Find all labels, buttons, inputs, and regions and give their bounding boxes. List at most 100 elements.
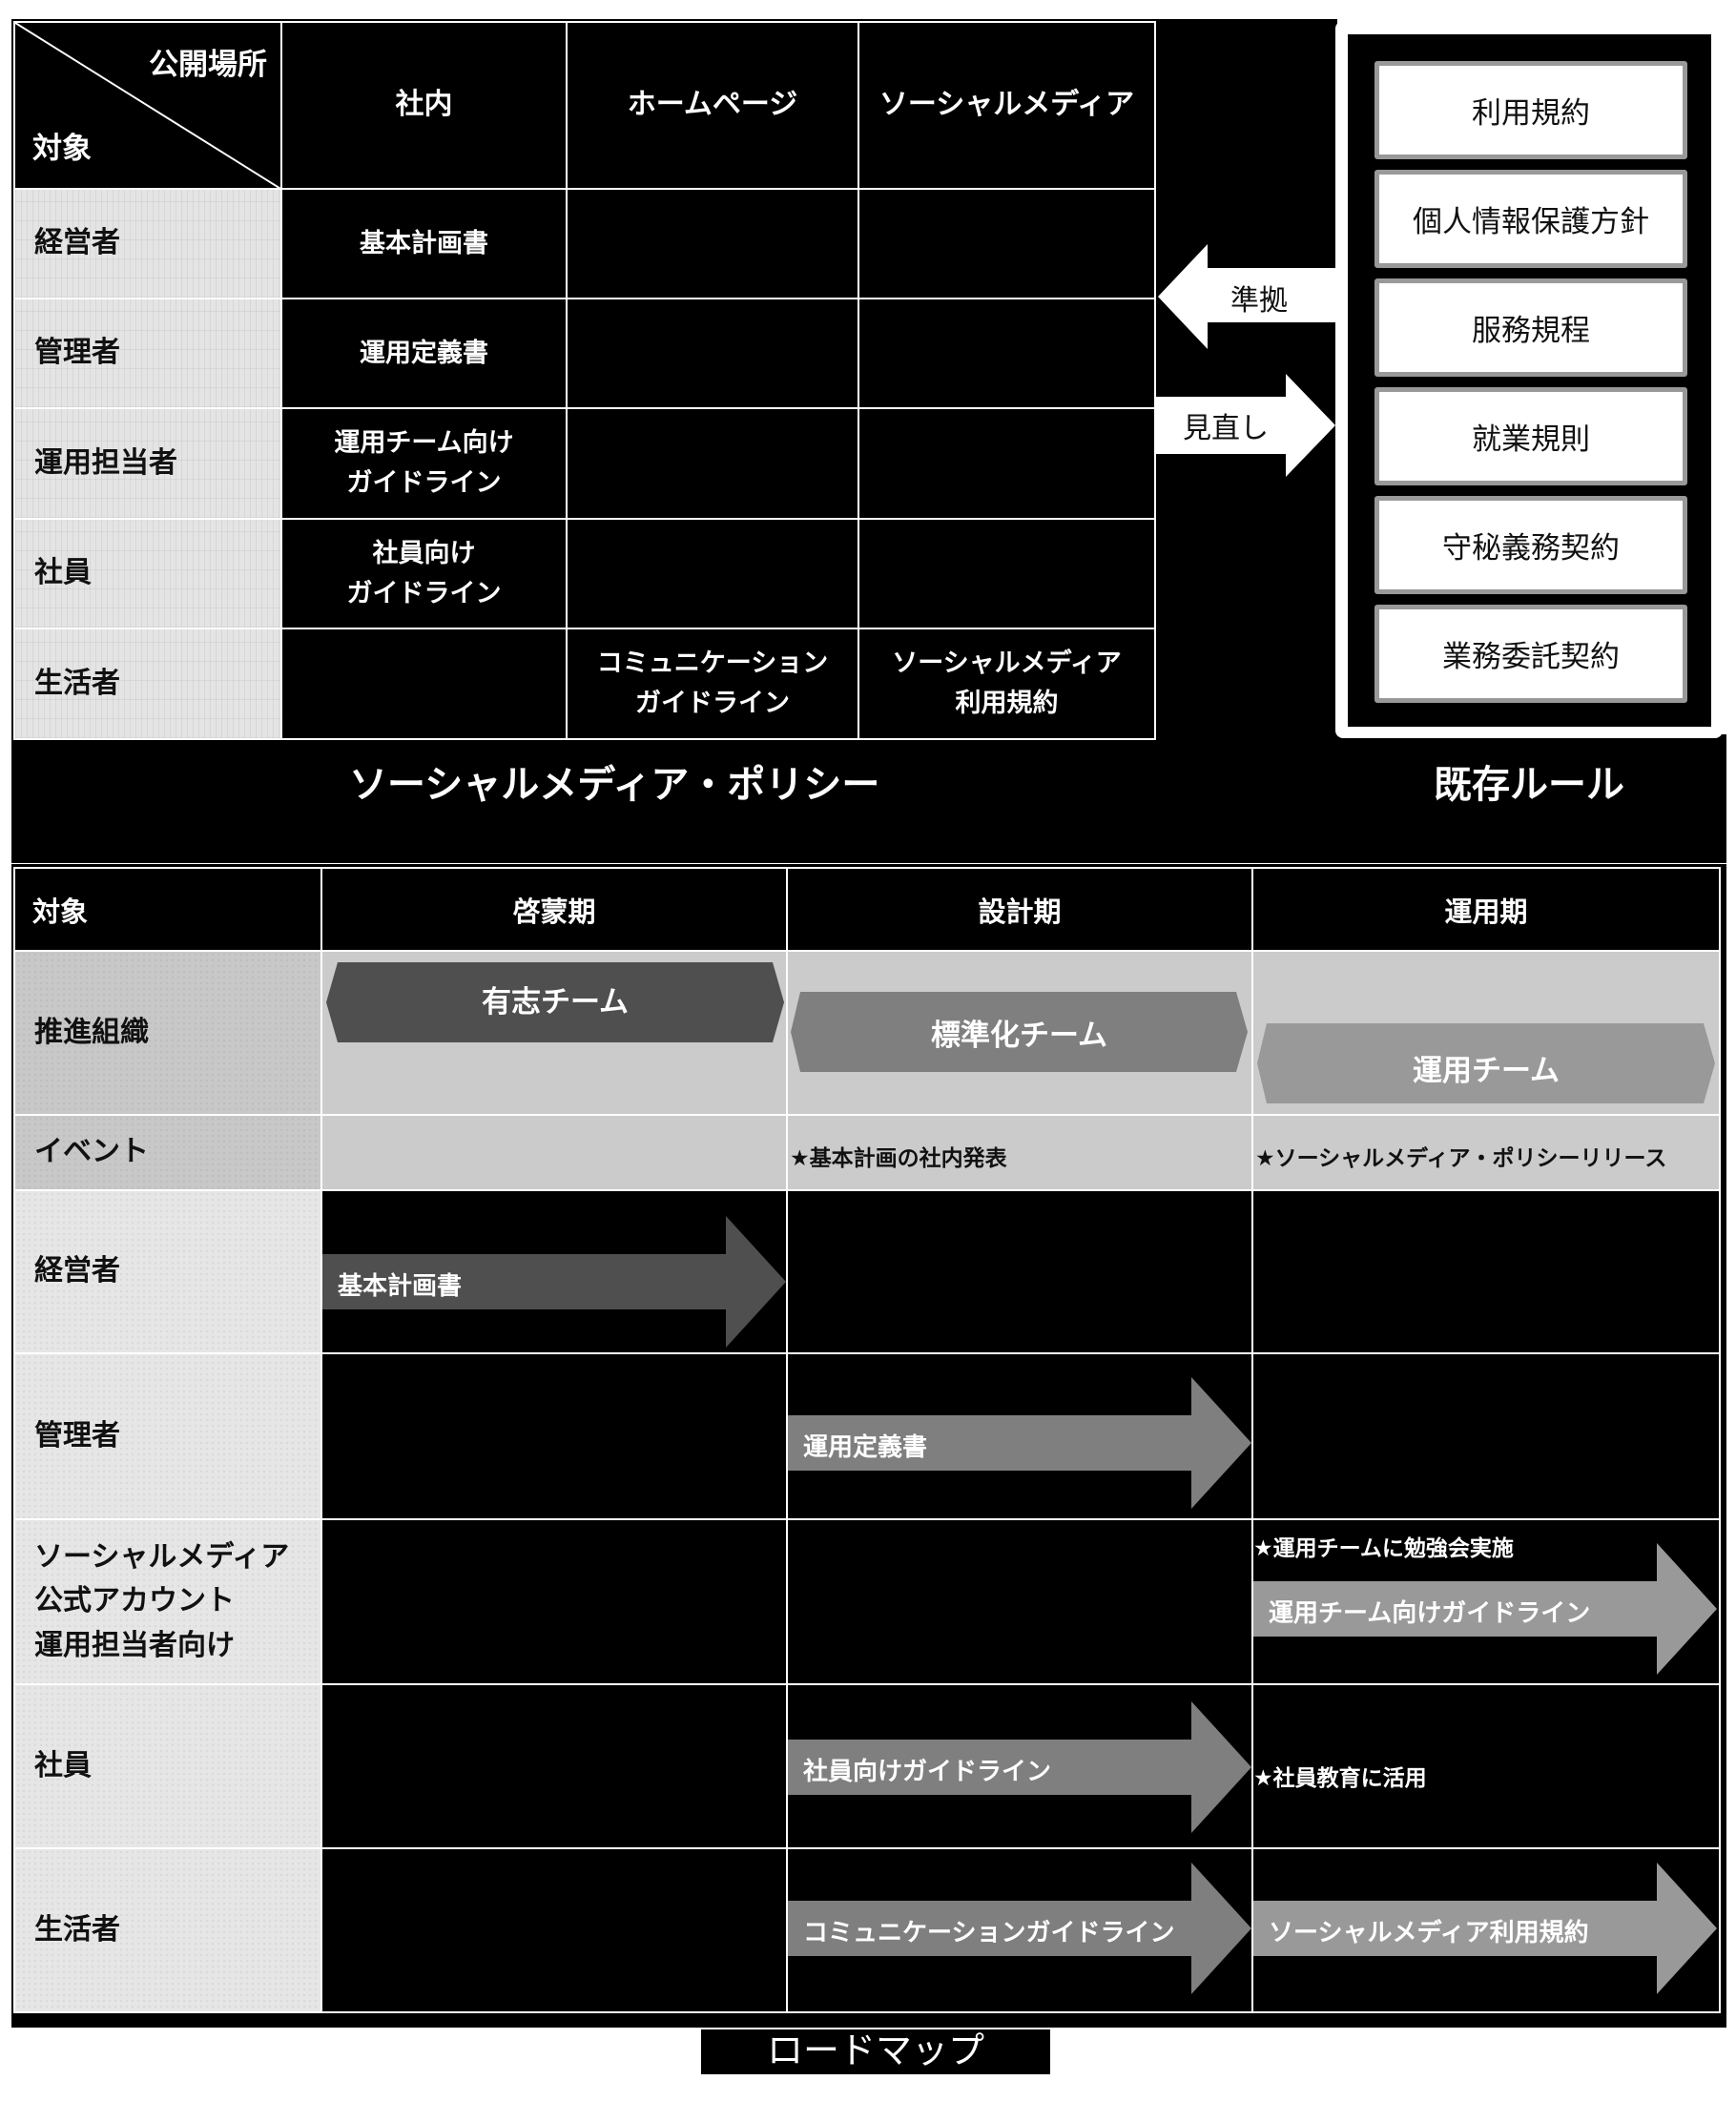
rule-outsourcing-contract: 業務委託契約 [1374, 605, 1687, 703]
arrow-label: 社員向けガイドライン [803, 1758, 1052, 1786]
policy-matrix: 公開場所 対象 社内 ホームページ ソーシャルメディア 経営者 基本計画書 管理… [13, 21, 1156, 740]
rule-work-rules: 就業規則 [1374, 387, 1687, 485]
event-cell: ★基本計画の社内発表 [788, 1116, 1253, 1191]
rule-nda: 守秘義務契約 [1374, 496, 1687, 594]
roadmap-cell [788, 1520, 1253, 1685]
rule-service-regulations: 服務規程 [1374, 278, 1687, 377]
arrow-right-icon [788, 1701, 1251, 1833]
column-header-internal: 社内 [282, 23, 568, 190]
arrow-right-icon [788, 1863, 1251, 1994]
event-cell: ★ソーシャルメディア・ポリシーリリース [1253, 1116, 1719, 1191]
row-label-sm-operator: ソーシャルメディア 公式アカウント 運用担当者向け [15, 1520, 322, 1685]
row-label-manager: 管理者 [15, 299, 282, 409]
matrix-cell: 運用定義書 [282, 299, 568, 409]
team-operation: 運用チーム [1257, 1023, 1715, 1103]
arrow-label: ソーシャルメディア利用規約 [1269, 1919, 1589, 1947]
row-label-consumer: 生活者 [15, 1849, 322, 2011]
deliverable-arrow-operation-definition: 運用定義書 [788, 1377, 1251, 1509]
team-standardization: 標準化チーム [791, 992, 1248, 1072]
row-label-promotion-org: 推進組織 [15, 952, 322, 1116]
matrix-cell: 運用チーム向け ガイドライン [282, 409, 568, 520]
roadmap-cell [1253, 1685, 1719, 1849]
matrix-cell: コミュニケーション ガイドライン [568, 629, 859, 738]
matrix-cell [282, 629, 568, 738]
roadmap-header-target: 対象 [15, 869, 322, 952]
phase-header-awareness: 啓蒙期 [322, 869, 788, 952]
column-header-social-media: ソーシャルメディア [859, 23, 1154, 190]
roadmap-cell [322, 1354, 788, 1520]
arrow-label: 基本計画書 [338, 1272, 463, 1301]
matrix-cell [859, 520, 1154, 629]
hexagon-shape-icon [326, 962, 784, 1042]
event-text: ★ソーシャルメディア・ポリシーリリース [1255, 1146, 1667, 1171]
team-name: 標準化チーム [930, 1018, 1108, 1053]
rules-label-backdrop [1326, 734, 1726, 863]
phase-header-operation: 運用期 [1253, 869, 1719, 952]
deliverable-arrow-employee-guideline: 社員向けガイドライン [788, 1701, 1251, 1833]
arrow-left-icon [1158, 244, 1335, 349]
event-cell [322, 1116, 788, 1191]
roadmap-title: ロードマップ [766, 2029, 984, 2071]
roadmap-cell [1253, 1354, 1719, 1520]
arrow-right-icon [322, 1216, 786, 1348]
matrix-cell [568, 409, 859, 520]
row-label-executive: 経営者 [15, 190, 282, 299]
event-text: ★基本計画の社内発表 [790, 1146, 1007, 1171]
matrix-cell: 社員向け ガイドライン [282, 520, 568, 629]
row-label-line: 運用担当者向け [34, 1628, 235, 1662]
row-label-employee: 社員 [15, 1685, 322, 1849]
matrix-cell [568, 520, 859, 629]
row-label-line: ソーシャルメディア [34, 1539, 290, 1574]
arrow-right-icon [788, 1377, 1251, 1509]
diagonal-line-icon [15, 23, 282, 190]
team-name: 有志チーム [481, 984, 630, 1020]
row-label-operator: 運用担当者 [15, 409, 282, 520]
arrow-right-icon [1156, 374, 1335, 477]
roadmap-cell [322, 1520, 788, 1685]
roadmap-title-box [701, 2029, 1050, 2074]
comply-label: 準拠 [1230, 284, 1288, 318]
deliverable-arrow-basic-plan: 基本計画書 [322, 1216, 786, 1348]
arrow-right-icon [1253, 1863, 1717, 1994]
roadmap-cell [1253, 1191, 1719, 1354]
section-title-social-media-policy: ソーシャルメディア・ポリシー [349, 763, 880, 807]
roadmap-cell [788, 1191, 1253, 1354]
team-name: 運用チーム [1412, 1053, 1560, 1088]
corner-label-target: 対象 [32, 132, 92, 166]
arrow-label: 運用定義書 [803, 1433, 928, 1462]
arrow-label: コミュニケーションガイドライン [803, 1919, 1175, 1947]
column-header-homepage: ホームページ [568, 23, 859, 190]
corner-label-location: 公開場所 [149, 48, 267, 82]
roadmap-table: 対象 啓蒙期 設計期 運用期 推進組織 イベント ★基本計画の社内発表 ★ソーシ… [13, 867, 1721, 2013]
row-label-event: イベント [15, 1116, 322, 1191]
matrix-cell [859, 190, 1154, 299]
row-label-consumer: 生活者 [15, 629, 282, 738]
matrix-cell [859, 409, 1154, 520]
roadmap-cell [322, 1685, 788, 1849]
deliverable-arrow-sm-terms: ソーシャルメディア利用規約 [1253, 1863, 1717, 1994]
row-label-employee: 社員 [15, 520, 282, 629]
matrix-cell [859, 299, 1154, 409]
phase-header-design: 設計期 [788, 869, 1253, 952]
rule-terms-of-use: 利用規約 [1374, 61, 1687, 159]
rule-privacy-policy: 個人情報保護方針 [1374, 170, 1687, 268]
note-study-session: ★運用チームに勉強会実施 [1253, 1536, 1514, 1561]
roadmap-cell [322, 1849, 788, 2011]
note-employee-education: ★社員教育に活用 [1253, 1766, 1427, 1791]
matrix-corner-cell: 公開場所 対象 [15, 23, 282, 190]
team-volunteer: 有志チーム [326, 962, 784, 1042]
row-label-line: 公式アカウント [34, 1584, 235, 1618]
matrix-cell [568, 190, 859, 299]
row-label-executive: 経営者 [15, 1191, 322, 1354]
arrow-right-icon [1253, 1543, 1717, 1675]
matrix-cell [568, 299, 859, 409]
arrow-label: 運用チーム向けガイドライン [1269, 1599, 1591, 1628]
matrix-cell: 基本計画書 [282, 190, 568, 299]
review-label: 見直し [1183, 412, 1269, 445]
hexagon-shape-icon [791, 992, 1248, 1072]
deliverable-arrow-communication-guideline: コミュニケーションガイドライン [788, 1863, 1251, 1994]
row-label-manager: 管理者 [15, 1354, 322, 1520]
matrix-cell: ソーシャルメディア 利用規約 [892, 649, 1122, 718]
hexagon-shape-icon [1257, 1023, 1715, 1103]
section-title-existing-rules: 既存ルール [1434, 763, 1624, 807]
